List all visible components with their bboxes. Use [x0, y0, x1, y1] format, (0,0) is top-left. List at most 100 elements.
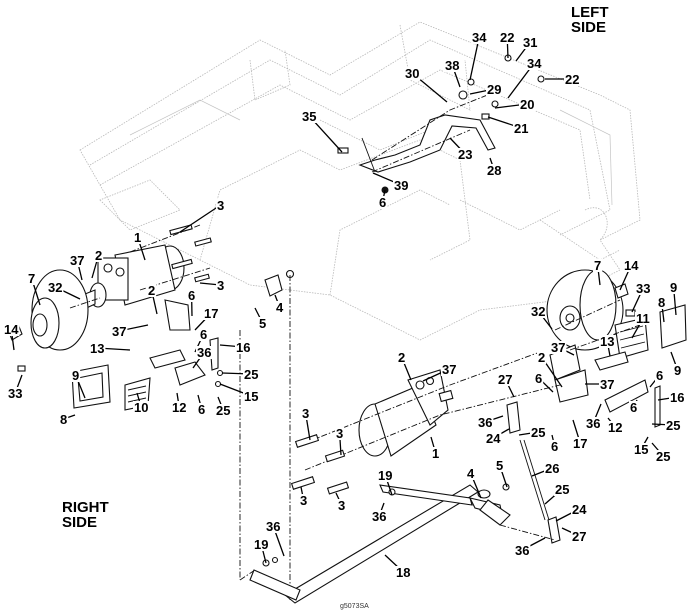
callout-background [199, 328, 209, 341]
callout-background [27, 272, 37, 285]
callout-background [607, 421, 624, 434]
callout-background [301, 407, 311, 420]
callout-part-25: 25 [666, 418, 680, 433]
callout-background [3, 323, 20, 336]
callout-part-28: 28 [487, 163, 501, 178]
callout-part-8: 8 [658, 295, 665, 310]
callout-part-3: 3 [300, 493, 307, 508]
left-side-label-line2: SIDE [571, 19, 607, 36]
callout-background [530, 426, 547, 439]
callout-part-37: 37 [112, 324, 126, 339]
callout-part-3: 3 [336, 426, 343, 441]
callout-background [444, 59, 461, 72]
left-side-label-line1: LEFT [571, 4, 609, 21]
callout-part-10: 10 [134, 400, 148, 415]
right-side-pump-assembly [7, 224, 295, 411]
callout-part-25: 25 [555, 482, 569, 497]
callout-background [216, 199, 226, 212]
callout-background [243, 390, 260, 403]
callout-part-33: 33 [636, 281, 650, 296]
callout-background [526, 57, 543, 70]
callout-part-9: 9 [670, 280, 677, 295]
callout-part-14: 14 [624, 258, 639, 273]
callout-part-22: 22 [565, 72, 579, 87]
callout-background [530, 305, 547, 318]
callout-background [471, 31, 488, 44]
callout-background [187, 289, 197, 302]
callout-background [485, 432, 502, 445]
callout-part-8: 8 [60, 412, 67, 427]
callout-background [544, 462, 561, 475]
callout-part-37: 37 [551, 340, 565, 355]
callout-part-2: 2 [538, 350, 545, 365]
callout-background [514, 544, 531, 557]
callout-background [147, 284, 157, 297]
callout-part-30: 30 [405, 66, 419, 81]
callout-background [395, 566, 412, 579]
callout-part-6: 6 [551, 439, 558, 454]
callout-background [215, 404, 232, 417]
callout-background [635, 282, 652, 295]
callout-part-25: 25 [656, 449, 670, 464]
callout-background [235, 341, 252, 354]
callout-part-36: 36 [372, 509, 386, 524]
callout-background [337, 499, 347, 512]
callout-background [133, 401, 150, 414]
callout-part-18: 18 [396, 565, 410, 580]
callout-background [335, 427, 345, 440]
callout-background [265, 520, 282, 533]
callout-background [393, 179, 410, 192]
callout-background [585, 417, 602, 430]
callout-part-4: 4 [467, 466, 475, 481]
callout-background [657, 296, 667, 309]
callout-background [655, 450, 672, 463]
callout-part-31: 31 [523, 35, 537, 50]
callout-part-24: 24 [572, 502, 587, 517]
callout-part-36: 36 [266, 519, 280, 534]
callout-part-17: 17 [204, 306, 218, 321]
callout-background [635, 312, 652, 325]
bottom-pump-and-linkage [249, 351, 561, 604]
callout-part-1: 1 [134, 230, 141, 245]
callout-background [441, 363, 458, 376]
callout-part-32: 32 [48, 280, 62, 295]
callout-background [397, 351, 407, 364]
callout-part-6: 6 [535, 371, 542, 386]
callout-background [550, 341, 567, 354]
callout-part-3: 3 [302, 406, 309, 421]
callout-part-25: 25 [216, 403, 230, 418]
left-side-label: LEFT SIDE [571, 5, 609, 35]
callout-background [629, 401, 639, 414]
callout-background [371, 510, 388, 523]
callout-part-15: 15 [244, 389, 258, 404]
callout-part-38: 38 [445, 58, 459, 73]
callout-background [47, 281, 64, 294]
callout-part-36: 36 [515, 543, 529, 558]
callout-part-6: 6 [656, 368, 663, 383]
guide-lines [239, 275, 291, 600]
callout-part-6: 6 [200, 327, 207, 342]
callout-background [466, 467, 476, 480]
callout-part-35: 35 [302, 109, 316, 124]
callout-part-3: 3 [217, 198, 224, 213]
callout-part-1: 1 [432, 446, 439, 461]
callout-background [71, 369, 81, 382]
callout-part-32: 32 [531, 304, 545, 319]
callout-part-9: 9 [72, 368, 79, 383]
callout-part-39: 39 [394, 178, 408, 193]
callout-background [537, 351, 547, 364]
callout-background [623, 259, 640, 272]
callout-background [599, 335, 616, 348]
callout-part-37: 37 [70, 253, 84, 268]
callout-part-5: 5 [496, 458, 503, 473]
callout-background [669, 281, 679, 294]
callout-background [495, 459, 505, 472]
callout-part-24: 24 [486, 431, 501, 446]
callout-part-3: 3 [217, 278, 224, 293]
callout-part-9: 9 [674, 363, 681, 378]
callout-background [203, 307, 220, 320]
callout-background [665, 419, 682, 432]
callout-part-12: 12 [608, 420, 622, 435]
